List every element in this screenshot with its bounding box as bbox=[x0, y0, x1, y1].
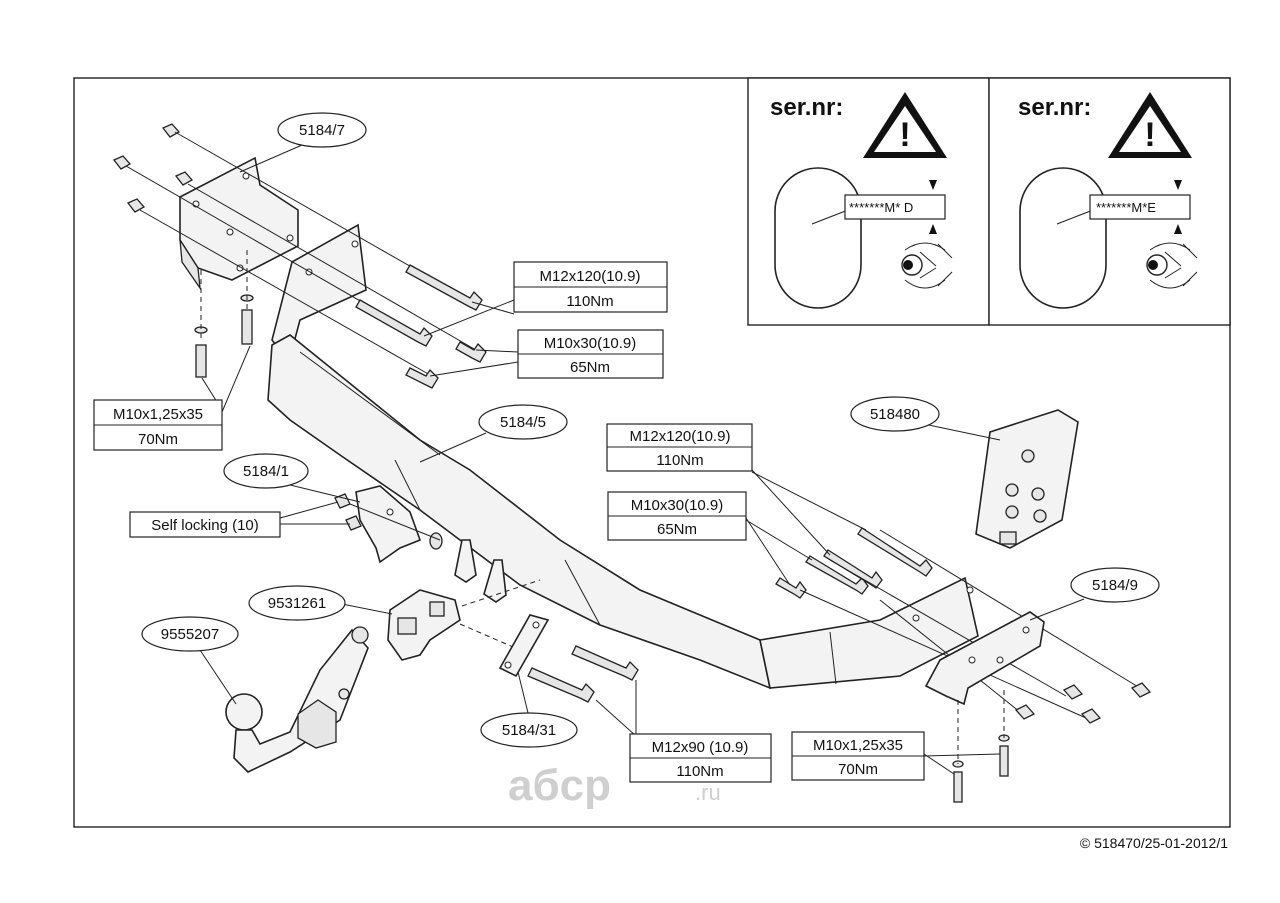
bolts-m12x90 bbox=[527, 645, 639, 703]
serial-label-2: ser.nr: bbox=[1018, 94, 1091, 121]
part-label-5184-1: 5184/1 bbox=[223, 453, 309, 489]
svg-text:110Nm: 110Nm bbox=[566, 293, 613, 310]
svg-text:518480: 518480 bbox=[870, 406, 920, 423]
svg-text:*******M*E: *******M*E bbox=[1096, 200, 1156, 215]
svg-text:5184/31: 5184/31 bbox=[502, 722, 556, 739]
warning-triangle-icon: ! bbox=[1108, 92, 1192, 158]
tow-ball-9555207 bbox=[225, 626, 369, 773]
svg-text:M10x30(10.9): M10x30(10.9) bbox=[631, 497, 724, 514]
watermark-logo: aбcp bbox=[508, 761, 611, 810]
part-label-5184-9: 5184/9 bbox=[1070, 567, 1160, 603]
svg-text:5184/5: 5184/5 bbox=[500, 414, 546, 431]
spec-box-5: M10x30(10.9) 65Nm bbox=[607, 491, 747, 541]
spec-box-7: M10x1,25x35 70Nm bbox=[791, 731, 925, 781]
svg-text:9531261: 9531261 bbox=[268, 595, 326, 612]
part-label-9531261: 9531261 bbox=[248, 585, 346, 621]
spec-box-1: M12x120(10.9) 110Nm bbox=[513, 261, 668, 313]
part-label-9555207: 9555207 bbox=[141, 616, 239, 652]
svg-text:*******M* D: *******M* D bbox=[849, 200, 913, 215]
spec-box-6: M12x90 (10.9) 110Nm bbox=[629, 733, 772, 783]
svg-text:M12x90 (10.9): M12x90 (10.9) bbox=[652, 739, 749, 756]
bracket-5184-9 bbox=[924, 611, 1045, 803]
svg-text:M10x30(10.9): M10x30(10.9) bbox=[544, 335, 637, 352]
warning-triangle-icon: ! bbox=[863, 92, 947, 158]
svg-text:5184/1: 5184/1 bbox=[243, 463, 289, 480]
plate-outline bbox=[774, 167, 862, 309]
svg-text:Self locking (10): Self locking (10) bbox=[151, 517, 259, 534]
bar-hangers bbox=[454, 539, 507, 603]
svg-text:M12x120(10.9): M12x120(10.9) bbox=[630, 428, 731, 445]
svg-text:M10x1,25x35: M10x1,25x35 bbox=[113, 406, 203, 423]
left-fasteners bbox=[112, 123, 487, 389]
eye-icon bbox=[1146, 242, 1198, 289]
socket-bracket-9531261 bbox=[387, 579, 541, 661]
svg-text:!: ! bbox=[899, 116, 910, 154]
svg-text:65Nm: 65Nm bbox=[570, 359, 610, 376]
svg-text:9555207: 9555207 bbox=[161, 626, 219, 643]
svg-text:70Nm: 70Nm bbox=[138, 431, 178, 448]
plate-5184-1 bbox=[334, 485, 443, 564]
svg-text:110Nm: 110Nm bbox=[656, 452, 703, 469]
serial-code-box bbox=[1089, 194, 1191, 220]
bracket-5184-31 bbox=[498, 614, 550, 678]
serial-panel-1: ser.nr: ! *******M* D bbox=[747, 77, 990, 326]
part-label-5184-7: 5184/7 bbox=[277, 112, 367, 148]
plate-outline bbox=[1019, 167, 1107, 309]
serial-label-1: ser.nr: bbox=[770, 94, 843, 121]
hardware-bag-518480 bbox=[975, 409, 1079, 549]
serial-code-box bbox=[844, 194, 946, 220]
part-label-5184-31: 5184/31 bbox=[480, 712, 578, 748]
spec-box-4: M12x120(10.9) 110Nm bbox=[606, 423, 753, 472]
svg-text:70Nm: 70Nm bbox=[838, 761, 878, 778]
copyright-note: © 518470/25-01-2012/1 bbox=[1080, 835, 1228, 851]
self-locking-box: Self locking (10) bbox=[129, 511, 281, 538]
watermark-suffix: .ru bbox=[695, 780, 721, 805]
eye-icon bbox=[901, 242, 953, 289]
svg-text:M10x1,25x35: M10x1,25x35 bbox=[813, 737, 903, 754]
svg-text:110Nm: 110Nm bbox=[676, 763, 723, 780]
serial-panel-2: ser.nr: ! *******M*E bbox=[988, 77, 1231, 326]
svg-text:65Nm: 65Nm bbox=[657, 521, 697, 538]
svg-text:M12x120(10.9): M12x120(10.9) bbox=[540, 268, 641, 285]
spec-box-3: M10x1,25x35 70Nm bbox=[93, 399, 223, 451]
svg-text:5184/7: 5184/7 bbox=[299, 122, 345, 139]
spec-box-2: M10x30(10.9) 65Nm bbox=[517, 329, 664, 379]
crossbar-5184-5 bbox=[267, 223, 979, 690]
part-label-5184-5: 5184/5 bbox=[478, 404, 568, 440]
bracket-5184-7 bbox=[179, 156, 299, 291]
part-label-518480: 518480 bbox=[850, 396, 940, 432]
svg-text:!: ! bbox=[1144, 116, 1155, 154]
svg-text:5184/9: 5184/9 bbox=[1092, 577, 1138, 594]
diagram-frame bbox=[73, 77, 1231, 828]
